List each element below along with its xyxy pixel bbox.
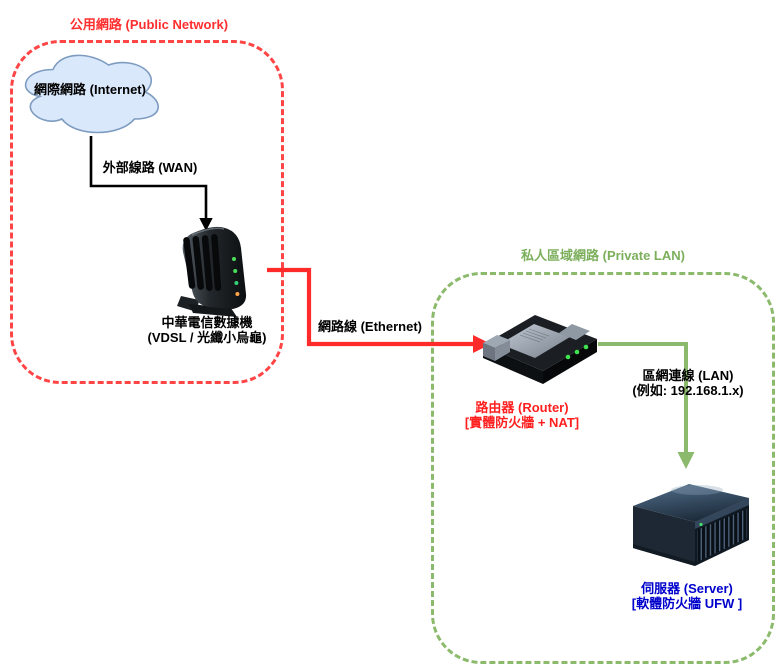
router-detail: [實體防火牆 + NAT] xyxy=(464,415,580,430)
modem-detail: (VDSL / 光纖小烏龜) xyxy=(147,330,267,345)
ethernet-connector-line xyxy=(267,267,476,347)
internet-cloud-icon xyxy=(24,54,160,134)
lan-arrowhead-icon xyxy=(677,452,695,469)
lan-link-title: 區網連線 (LAN) xyxy=(642,368,734,383)
internet-cloud xyxy=(16,47,164,137)
modem-label: 中華電信數據機 (VDSL / 光纖小烏龜) xyxy=(122,315,292,345)
server-device xyxy=(627,474,755,568)
lan-link-detail: (例如: 192.168.1.x) xyxy=(632,383,744,398)
wan-link-label: 外部線路 (WAN) xyxy=(102,160,198,175)
modem-device-icon xyxy=(177,226,247,317)
server-detail: [軟體防火牆 UFW ] xyxy=(631,596,743,611)
router-device xyxy=(477,305,603,389)
private-lan-boundary xyxy=(431,272,775,664)
ethernet-link-label: 網路線 (Ethernet) xyxy=(317,319,422,334)
internet-cloud-label: 網際網路 (Internet) xyxy=(34,82,146,97)
lan-link-label: 區網連線 (LAN) (例如: 192.168.1.x) xyxy=(603,368,773,398)
router-device-icon xyxy=(483,315,597,384)
lan-connector-line xyxy=(598,342,688,454)
wan-connector-line xyxy=(89,136,208,219)
modem-device xyxy=(167,224,263,320)
server-name: 伺服器 (Server) xyxy=(641,581,733,596)
router-name: 路由器 (Router) xyxy=(475,400,569,415)
router-label: 路由器 (Router) [實體防火牆 + NAT] xyxy=(437,400,607,430)
ethernet-arrowhead-icon xyxy=(473,335,491,353)
rack-server-icon xyxy=(633,484,749,566)
modem-name: 中華電信數據機 xyxy=(161,315,253,330)
server-label: 伺服器 (Server) [軟體防火牆 UFW ] xyxy=(602,581,772,611)
private-lan-title: 私人區域網路 (Private LAN) xyxy=(521,248,685,263)
wan-arrowhead-icon xyxy=(199,218,213,231)
public-network-boundary xyxy=(10,40,284,384)
public-network-title: 公用網路 (Public Network) xyxy=(69,17,229,32)
